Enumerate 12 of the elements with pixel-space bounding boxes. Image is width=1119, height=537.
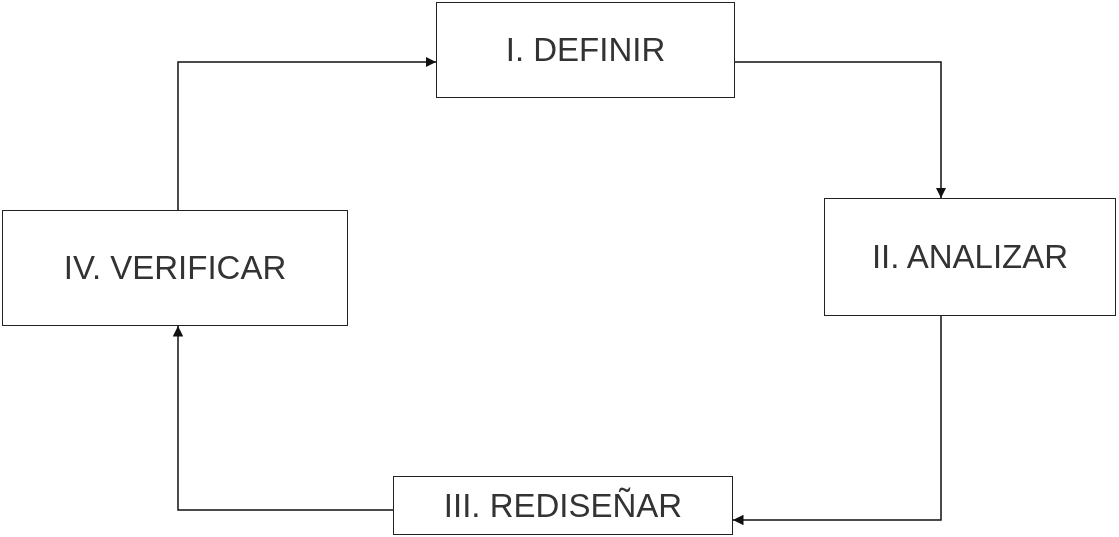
process-box	[393, 476, 733, 535]
arrow	[172, 325, 394, 511]
process-box	[436, 2, 735, 98]
step-label: III. REDISEÑAR	[443, 486, 683, 525]
arrow	[177, 56, 437, 211]
step-label: IV. VERIFICAR	[63, 249, 287, 287]
step-label: II. ANALIZAR	[871, 238, 1069, 276]
step-label: I. DEFINIR	[505, 31, 666, 69]
process-box	[824, 198, 1116, 316]
arrow	[732, 315, 942, 526]
arrow	[734, 61, 947, 199]
process-box	[2, 210, 348, 326]
